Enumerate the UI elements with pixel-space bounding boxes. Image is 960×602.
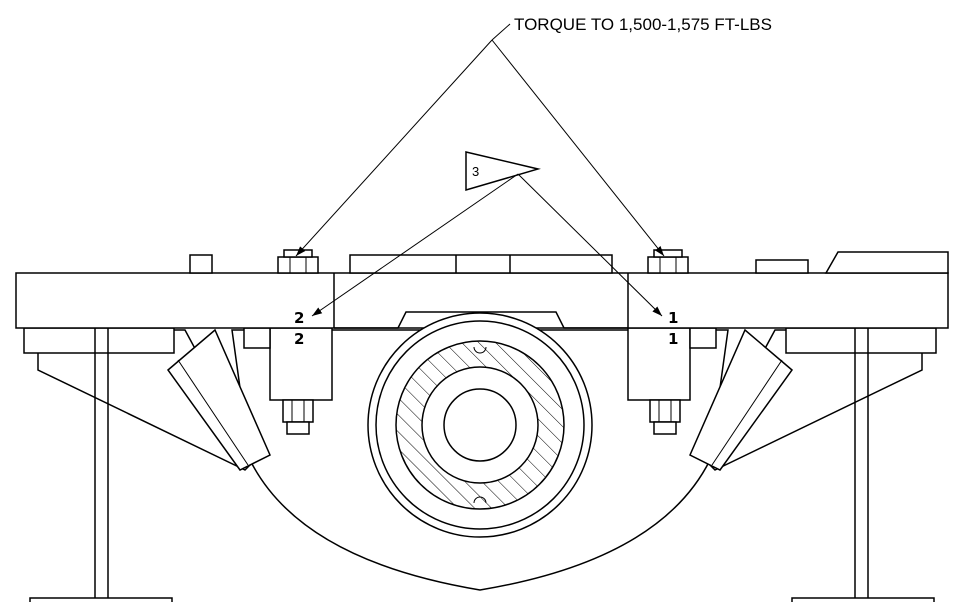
right-support-leg (791, 328, 935, 602)
left-wing-bracket (23, 327, 271, 471)
center-cap-notch (334, 311, 628, 329)
torque-callout-text: TORQUE TO 1,500-1,575 FT-LBS (514, 15, 772, 34)
left-lower-bolt (282, 399, 314, 435)
right-small-tab (689, 327, 717, 349)
torque-callout-leader (295, 23, 665, 257)
sequence-mark-left-upper: 2 (294, 309, 304, 327)
sequence-mark-right-lower: 1 (668, 330, 678, 348)
flag-note-number: 3 (472, 164, 479, 179)
sequence-mark-right-upper: 1 (668, 309, 678, 327)
left-support-leg (29, 328, 173, 602)
center-top-block (349, 254, 613, 274)
right-pedestal-block (627, 327, 691, 401)
right-top-stub (755, 259, 809, 274)
right-lower-bolt (649, 399, 681, 435)
right-upper-bolt (647, 249, 689, 274)
flag-note-3 (311, 151, 663, 317)
right-wing-bracket (689, 327, 937, 471)
left-pedestal-block (269, 327, 333, 401)
left-top-stub (189, 254, 213, 274)
shaft-bearing (367, 312, 593, 538)
sequence-mark-left-lower: 2 (294, 330, 304, 348)
right-top-wedge (824, 251, 949, 274)
left-small-tab (243, 327, 271, 349)
